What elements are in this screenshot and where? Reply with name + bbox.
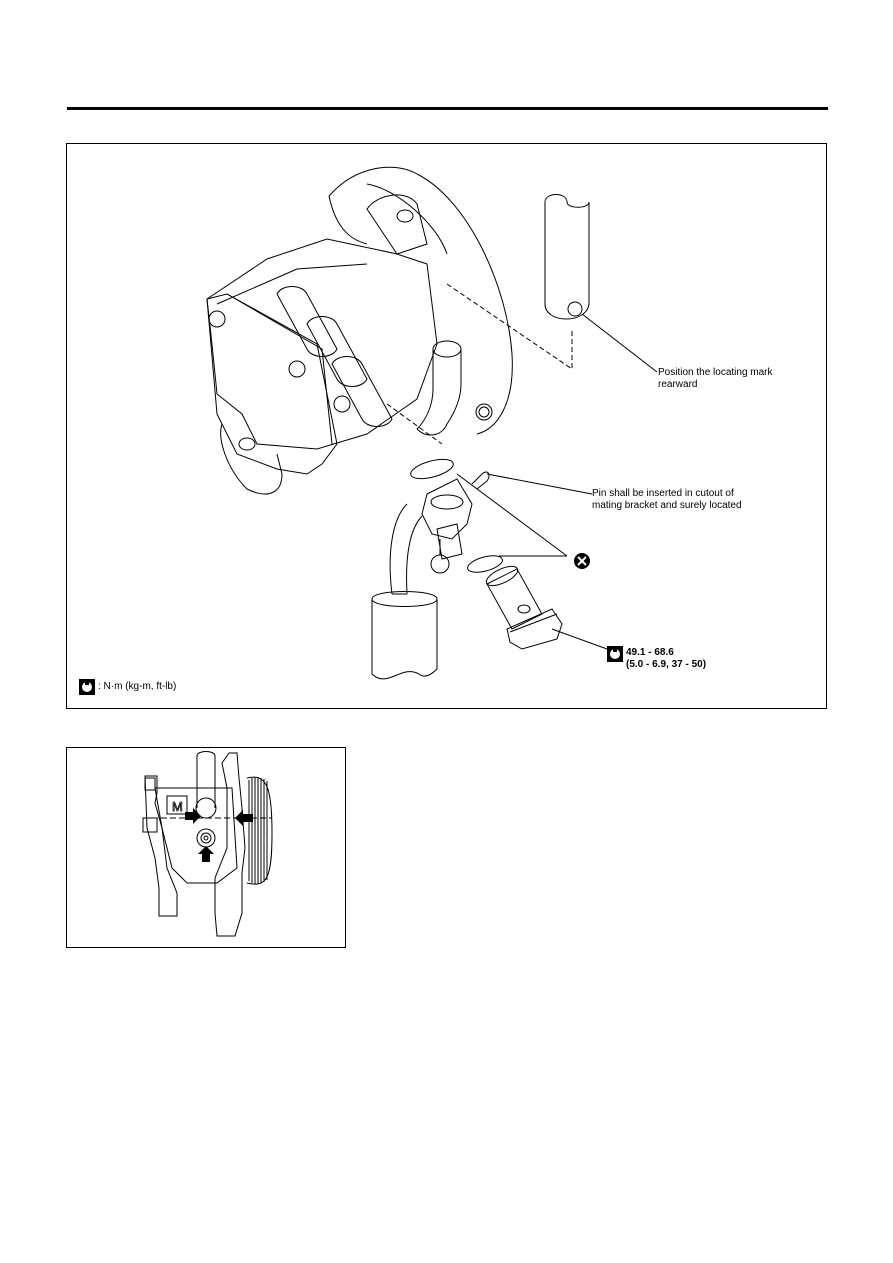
- arrow-up-icon: [198, 846, 214, 862]
- legend-units: : N·m (kg-m, ft-lb): [98, 681, 177, 692]
- bolt-2: [288, 360, 306, 378]
- pressure-hose: [371, 599, 438, 680]
- callout-locating-mark: Position the locating mark rearward: [658, 367, 773, 390]
- do-not-reuse-icon: [574, 553, 590, 569]
- bolt-3: [333, 395, 351, 413]
- pump-housing: [206, 238, 438, 450]
- pump-pulley: [328, 166, 513, 435]
- pressure-connector: [421, 478, 473, 540]
- eye-bolt-head: [506, 608, 563, 650]
- eye-bolt: [486, 568, 543, 630]
- right-bracket: [214, 752, 246, 937]
- mounting-ear-bottom: [220, 423, 283, 495]
- rear-plate: [206, 293, 338, 475]
- torque-wrench-icon: [607, 646, 623, 662]
- mounting-ear-top: [366, 194, 428, 255]
- o-ring-upper: [410, 458, 454, 480]
- header-rule: [67, 107, 828, 110]
- callout-pin: Pin shall be inserted in cutout of matin…: [592, 488, 742, 511]
- legend-torque-wrench-icon: [79, 679, 95, 695]
- o-ring-lower: [467, 555, 503, 573]
- arrow-right-icon: [185, 808, 201, 824]
- pulley: [246, 776, 273, 885]
- pump-exploded-view: [206, 166, 658, 680]
- suction-tube: [196, 756, 216, 808]
- suction-hose: [544, 202, 590, 320]
- arrow-left-icon: [235, 810, 253, 826]
- pump-block: [154, 787, 238, 884]
- connector-ring: [196, 828, 216, 848]
- bolt-1: [208, 310, 226, 328]
- callout-torque: 49.1 - 68.6 (5.0 - 6.9, 37 - 50): [626, 647, 707, 670]
- detail-label-m: M: [172, 799, 183, 814]
- pump-side-view: M: [142, 751, 273, 937]
- main-figure: Position the locating mark rearward Pin …: [66, 143, 827, 709]
- left-bracket: [144, 775, 178, 917]
- detail-figure: M: [66, 747, 346, 948]
